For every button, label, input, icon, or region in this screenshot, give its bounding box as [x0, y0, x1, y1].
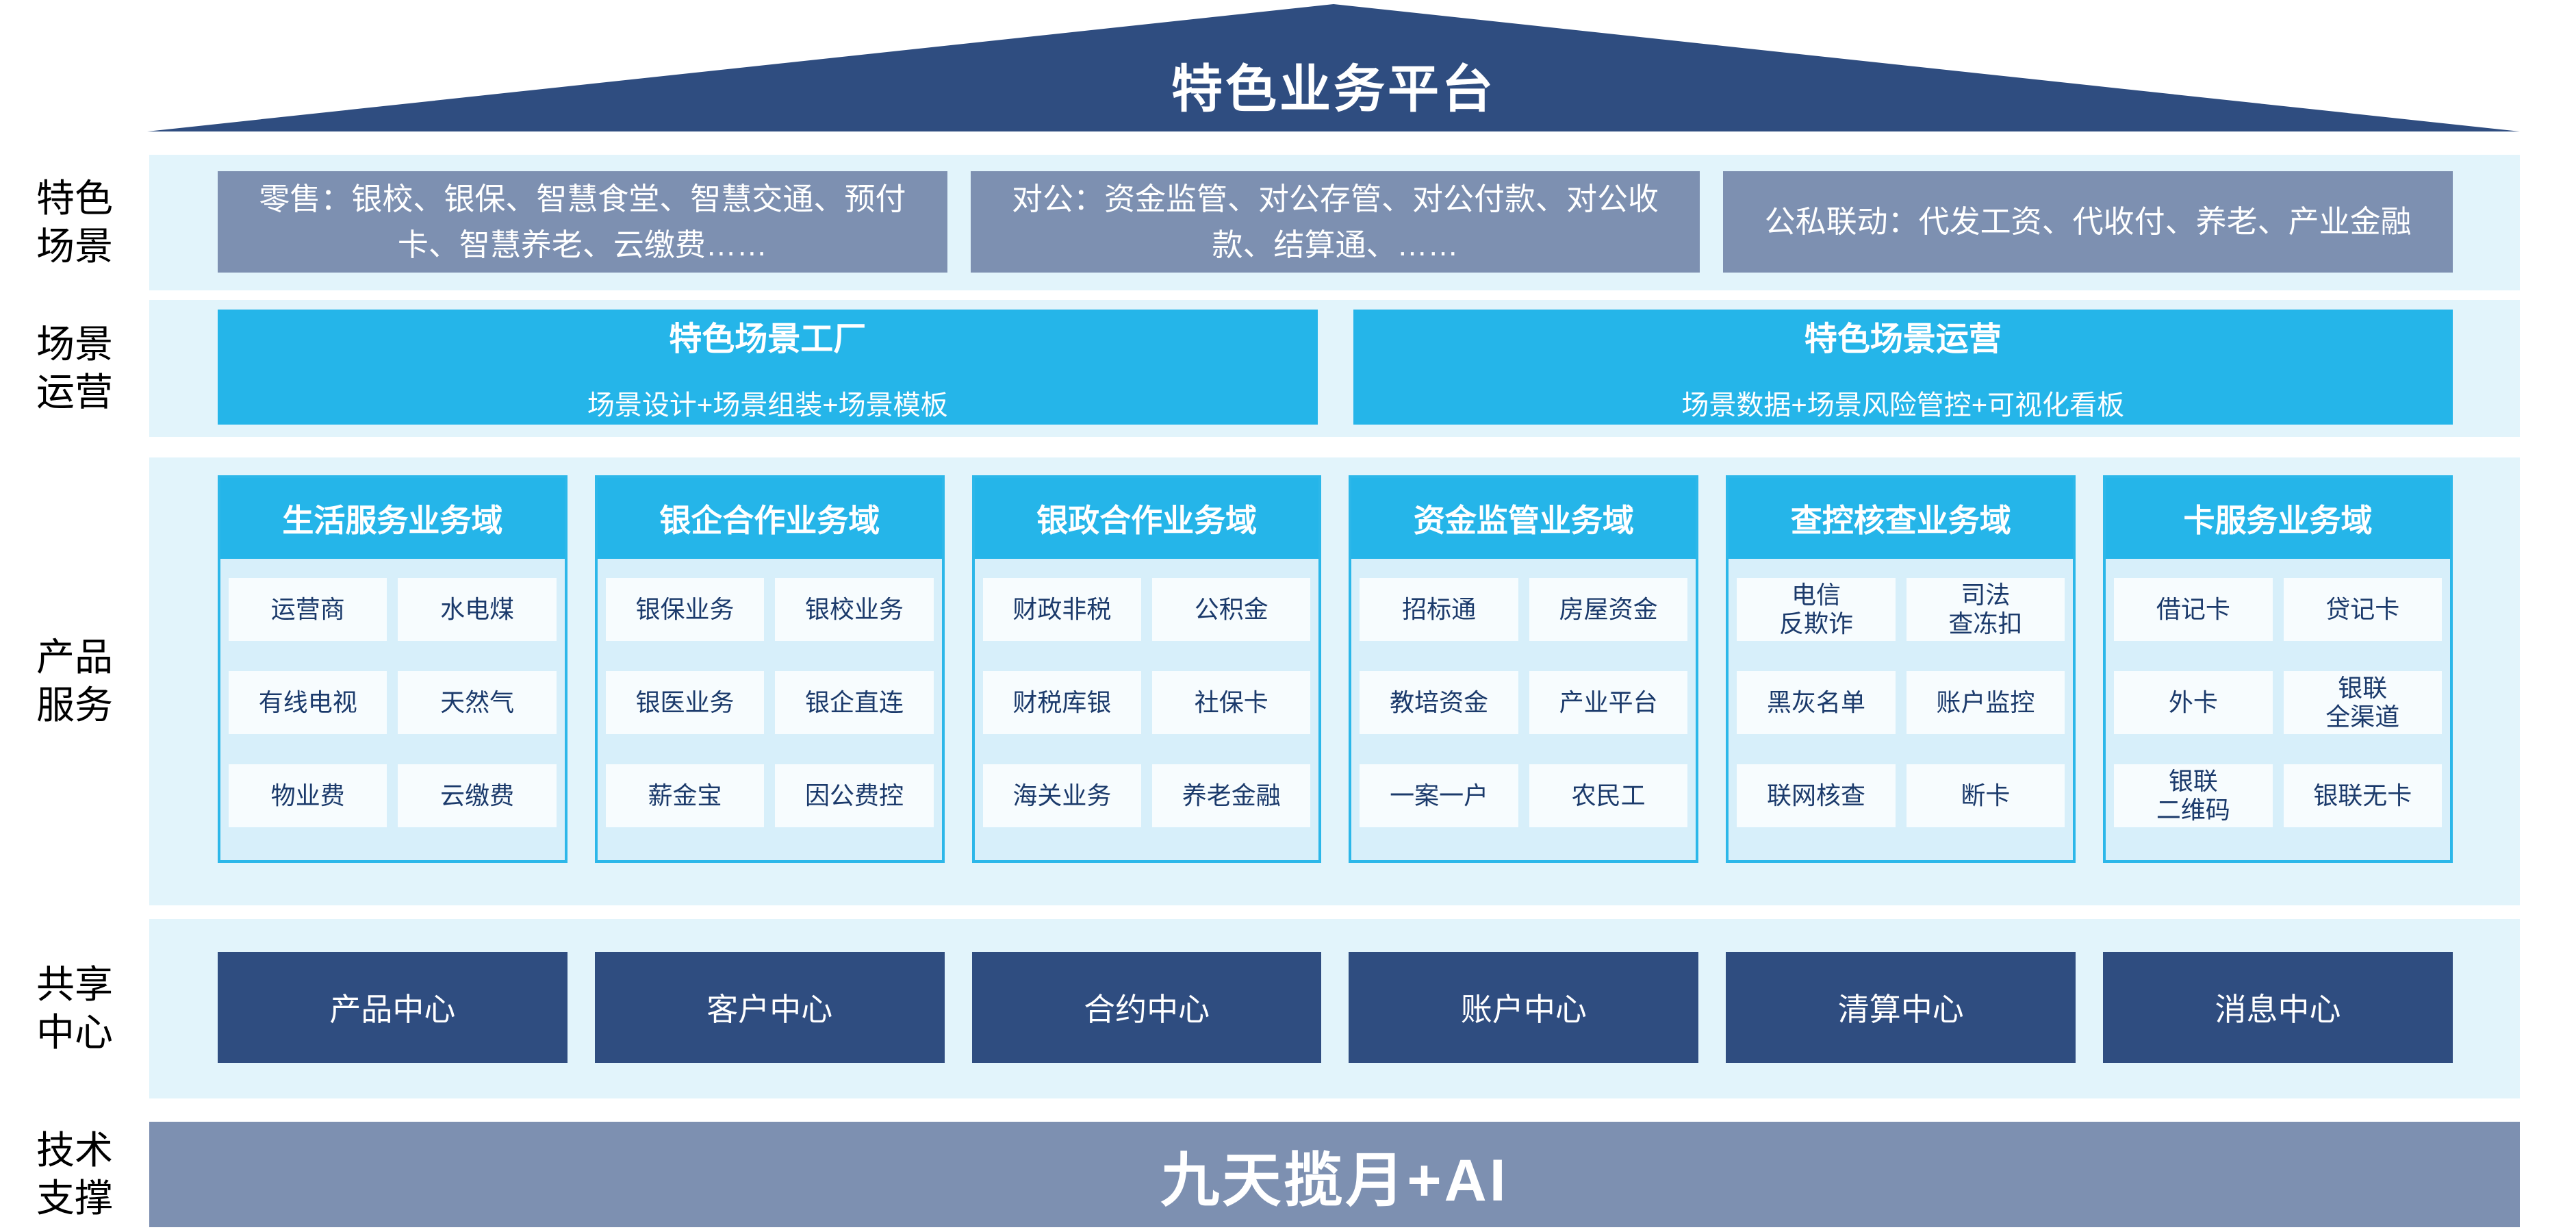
side-label-scene-operation: 场景 运营 — [36, 323, 113, 414]
domain-cell: 银联无卡 — [2283, 764, 2442, 827]
side-label-product-services: 产品 服务 — [36, 636, 113, 727]
domain-cell: 社保卡 — [1152, 671, 1311, 734]
domain-cell: 借记卡 — [2114, 578, 2273, 641]
side-label-shared-centers: 共享 中心 — [36, 963, 113, 1054]
roof-triangle: 特色业务平台 — [147, 4, 2520, 131]
scene-box-public-private: 公私联动：代发工资、代收付、养老、产业金融 — [1723, 171, 2453, 273]
domain-cell: 一案一户 — [1360, 764, 1518, 827]
center-box-product: 产品中心 — [218, 952, 568, 1063]
scene-factory-title: 特色场景工厂 — [669, 321, 867, 357]
scene-operation-title: 特色场景运营 — [1804, 321, 2002, 357]
special-scenes-band: 零售：银校、银保、智慧食堂、智慧交通、预付卡、智慧养老、云缴费…… 对公：资金监… — [149, 155, 2520, 290]
domain-cell: 水电煤 — [398, 578, 557, 641]
domain-cell: 银校业务 — [775, 578, 934, 641]
scene-factory-subtitle: 场景设计+场景组装+场景模板 — [587, 390, 948, 420]
domain-header: 资金监管业务域 — [1351, 478, 1696, 559]
domain-cell: 海关业务 — [982, 764, 1142, 827]
domain-cell: 银联 二维码 — [2114, 764, 2273, 827]
scene-operation-subtitle: 场景数据+场景风险管控+可视化看板 — [1681, 390, 2125, 420]
domain-cell: 公积金 — [1152, 578, 1311, 641]
domain-column-fund-supervision: 资金监管业务域 招标通 房屋资金 教培资金 产业平台 一案一户 农民工 — [1349, 475, 1699, 863]
side-label-tech-support: 技术 支撑 — [36, 1129, 113, 1220]
domain-header: 查控核查业务域 — [1729, 478, 2074, 559]
domain-cell: 天然气 — [398, 671, 557, 734]
domain-cell: 有线电视 — [229, 671, 387, 734]
domain-cell: 黑灰名单 — [1737, 671, 1896, 734]
scene-box-retail: 零售：银校、银保、智慧食堂、智慧交通、预付卡、智慧养老、云缴费…… — [218, 171, 947, 273]
domain-cell: 运营商 — [229, 578, 387, 641]
domain-column-card-services: 卡服务业务域 借记卡 贷记卡 外卡 银联 全渠道 银联 二维码 银联无卡 — [2103, 475, 2453, 863]
domain-cell: 招标通 — [1360, 578, 1518, 641]
scene-factory-box: 特色场景工厂 场景设计+场景组装+场景模板 — [218, 310, 1318, 425]
center-box-contract: 合约中心 — [971, 952, 1322, 1063]
domain-cell: 司法 查冻扣 — [1906, 578, 2065, 641]
domain-cell: 云缴费 — [398, 764, 557, 827]
domain-cell: 产业平台 — [1529, 671, 1688, 734]
domain-cell: 银联 全渠道 — [2283, 671, 2442, 734]
domain-cell: 账户监控 — [1906, 671, 2065, 734]
domain-header: 银政合作业务域 — [974, 478, 1319, 559]
product-services-band: 生活服务业务域 运营商 水电煤 有线电视 天然气 物业费 云缴费 银企合作业务域… — [149, 457, 2520, 905]
scene-box-corporate: 对公：资金监管、对公存管、对公付款、对公收款、结算通、…… — [970, 171, 1700, 273]
scene-operation-band: 特色场景工厂 场景设计+场景组装+场景模板 特色场景运营 场景数据+场景风险管控… — [149, 300, 2520, 437]
domain-column-inquiry-control: 查控核查业务域 电信 反欺诈 司法 查冻扣 黑灰名单 账户监控 联网核查 断卡 — [1726, 475, 2076, 863]
center-box-customer: 客户中心 — [594, 952, 945, 1063]
domain-cell: 财税库银 — [982, 671, 1142, 734]
scene-operation-box: 特色场景运营 场景数据+场景风险管控+可视化看板 — [1353, 310, 2453, 425]
domain-column-life-services: 生活服务业务域 运营商 水电煤 有线电视 天然气 物业费 云缴费 — [218, 475, 568, 863]
domain-cell: 薪金宝 — [605, 764, 765, 827]
page-title: 特色业务平台 — [1171, 60, 1496, 118]
side-label-special-scenes: 特色 场景 — [36, 177, 113, 268]
domain-header: 生活服务业务域 — [220, 478, 565, 559]
center-box-message: 消息中心 — [2103, 952, 2453, 1063]
domain-cell: 养老金融 — [1152, 764, 1311, 827]
domain-cell: 物业费 — [229, 764, 387, 827]
domain-cell: 外卡 — [2114, 671, 2273, 734]
center-box-clearing: 清算中心 — [1726, 952, 2076, 1063]
domain-cell: 财政非税 — [982, 578, 1142, 641]
domain-header: 银企合作业务域 — [597, 478, 942, 559]
tech-support-bar: 九天揽月+AI — [149, 1122, 2520, 1227]
domain-header: 卡服务业务域 — [2106, 478, 2450, 559]
domain-cell: 因公费控 — [775, 764, 934, 827]
domain-cell: 断卡 — [1906, 764, 2065, 827]
domain-cell: 房屋资金 — [1529, 578, 1688, 641]
center-box-account: 账户中心 — [1349, 952, 1699, 1063]
shared-centers-band: 产品中心 客户中心 合约中心 账户中心 清算中心 消息中心 — [149, 919, 2520, 1098]
domain-cell: 贷记卡 — [2283, 578, 2442, 641]
domain-cell: 电信 反欺诈 — [1737, 578, 1896, 641]
domain-cell: 银企直连 — [775, 671, 934, 734]
domain-column-bank-enterprise: 银企合作业务域 银保业务 银校业务 银医业务 银企直连 薪金宝 因公费控 — [594, 475, 945, 863]
domain-cell: 联网核查 — [1737, 764, 1896, 827]
domain-column-bank-government: 银政合作业务域 财政非税 公积金 财税库银 社保卡 海关业务 养老金融 — [971, 475, 1322, 863]
domain-cell: 农民工 — [1529, 764, 1688, 827]
domain-cell: 银医业务 — [605, 671, 765, 734]
domain-cell: 教培资金 — [1360, 671, 1518, 734]
domain-cell: 银保业务 — [605, 578, 765, 641]
